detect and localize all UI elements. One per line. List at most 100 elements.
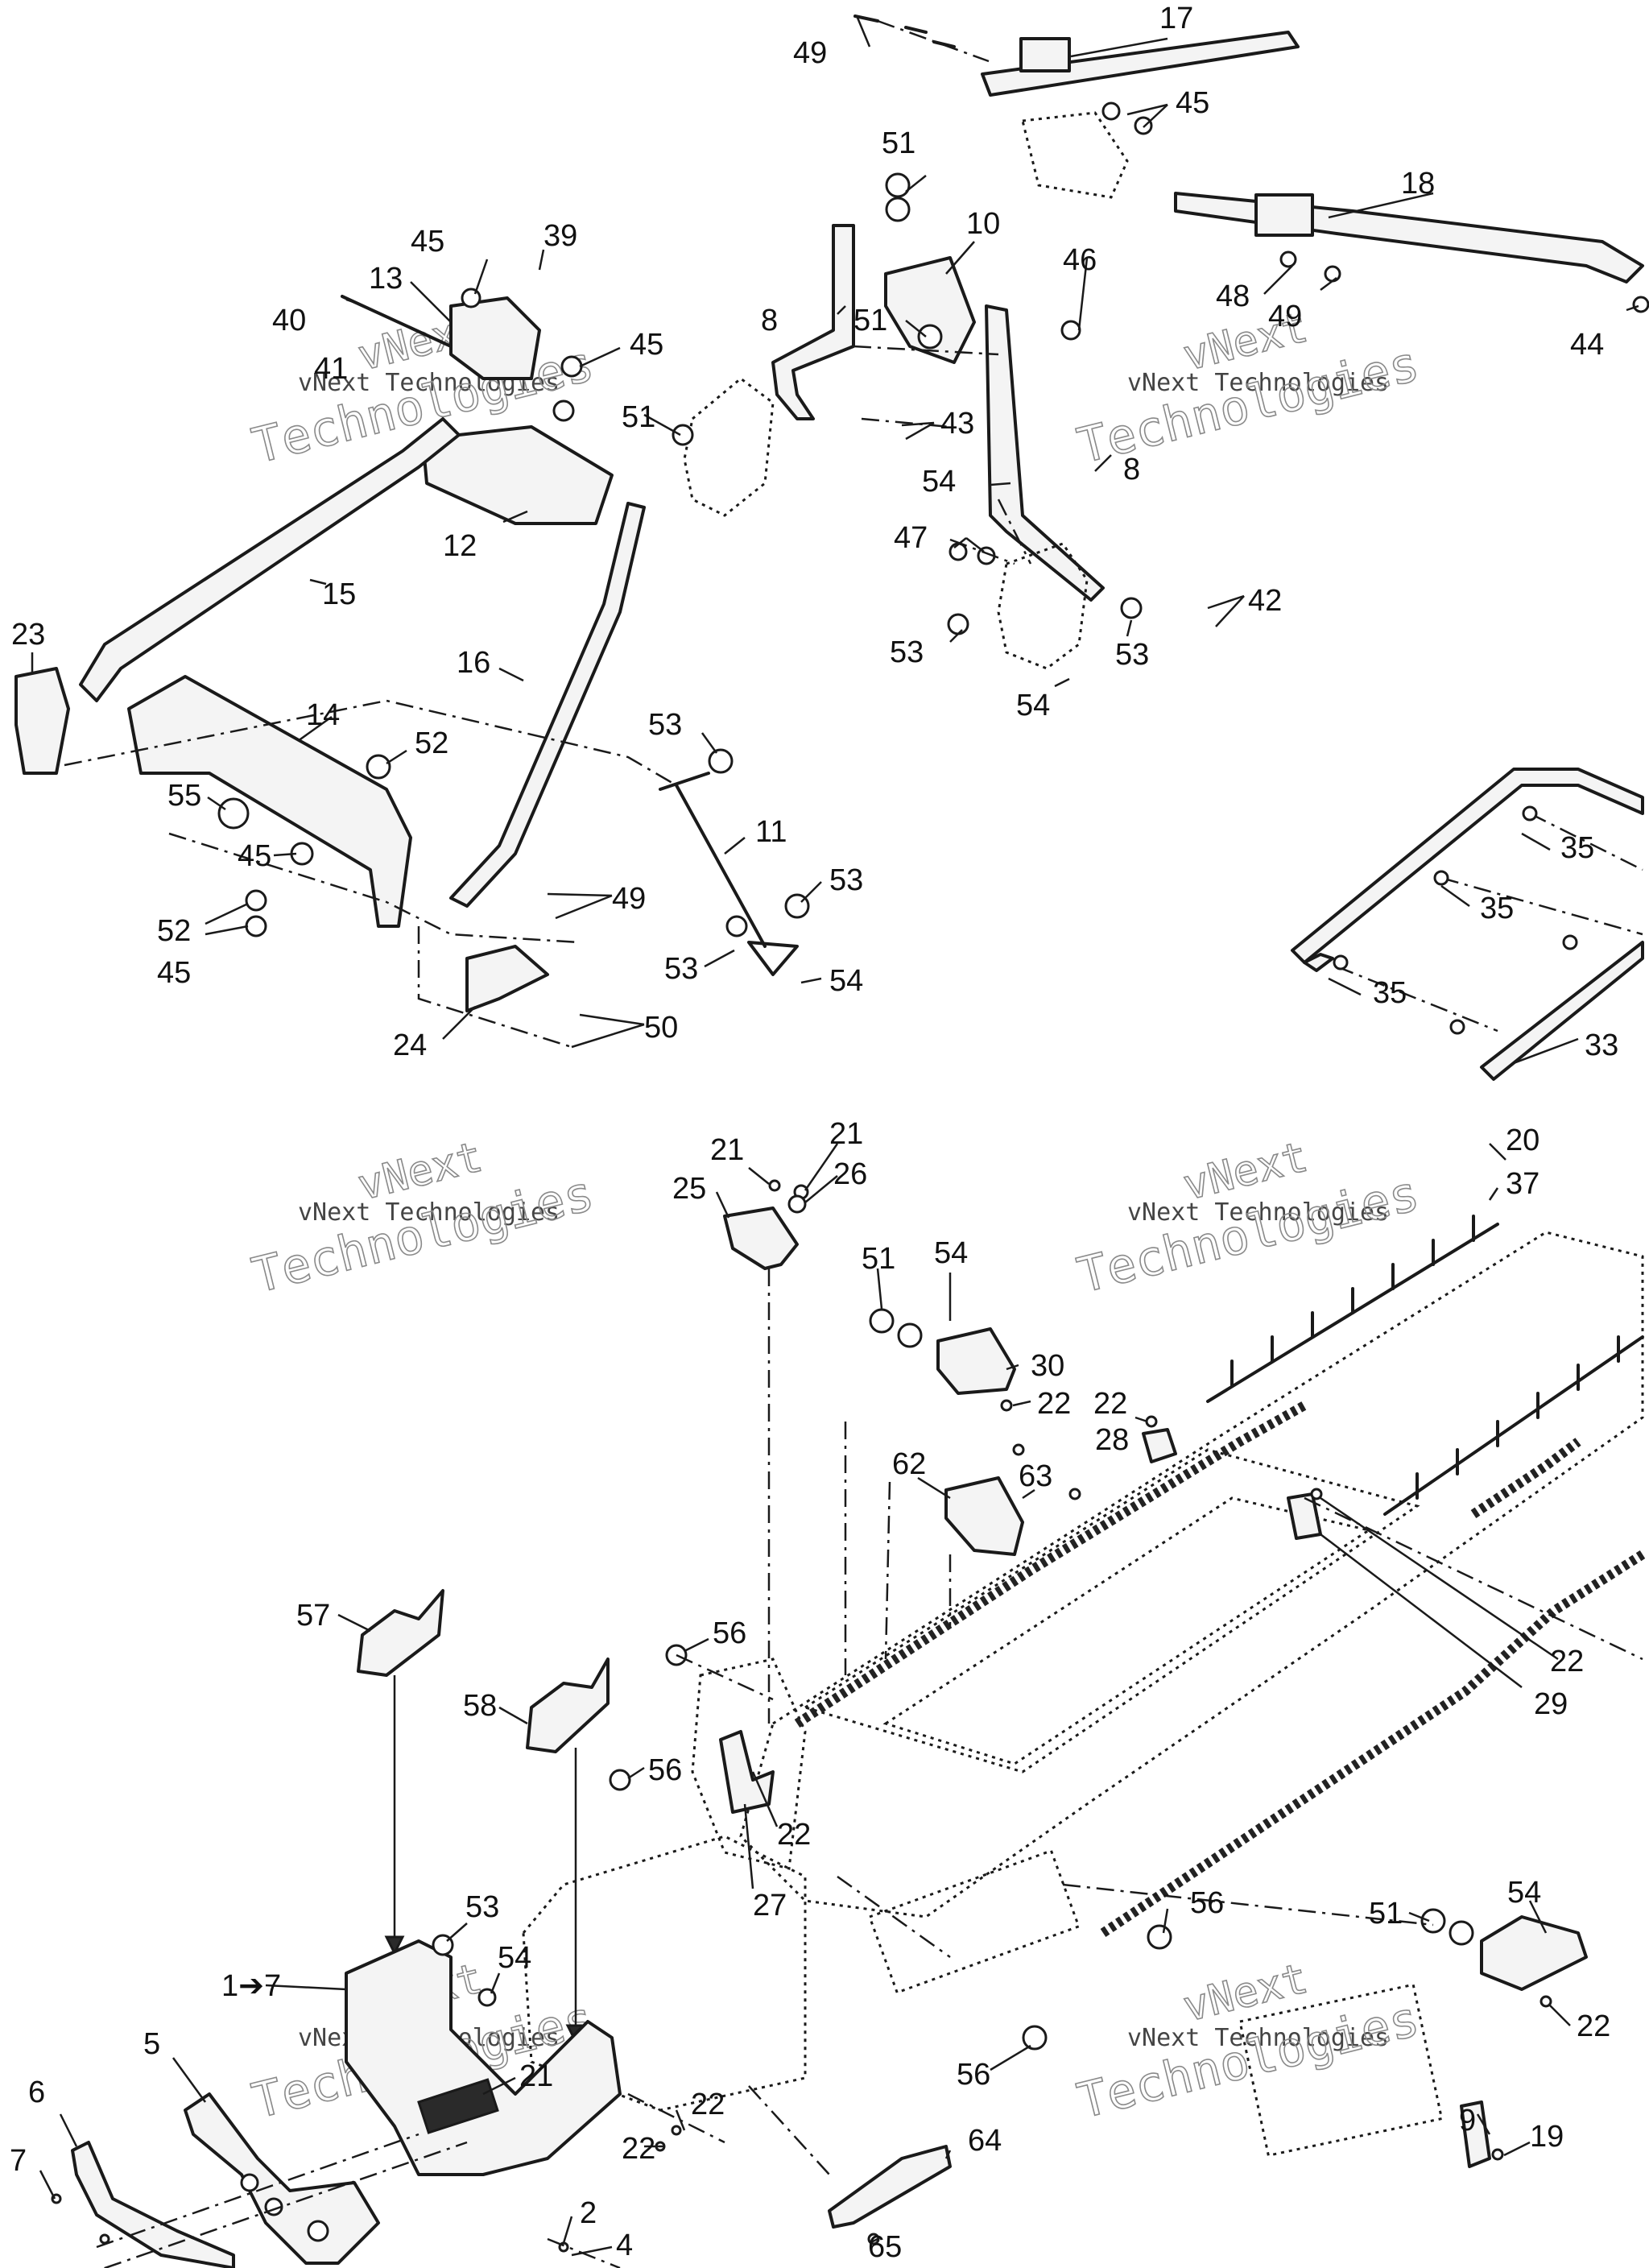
rail-dash	[1529, 812, 1643, 871]
part-33-frame-tube	[1291, 768, 1644, 1081]
callout-30: 30	[1031, 1349, 1064, 1383]
callout-62: 62	[892, 1447, 926, 1481]
callout-45: 45	[157, 956, 191, 990]
callout-22: 22	[777, 1818, 811, 1852]
callout-49: 49	[793, 36, 827, 70]
callout-40: 40	[272, 304, 306, 337]
callout-27: 27	[753, 1889, 787, 1922]
callout-35: 35	[1560, 831, 1594, 865]
callout-51: 51	[882, 126, 915, 160]
callout-54: 54	[1016, 689, 1050, 722]
callout-52: 52	[415, 726, 448, 760]
callout-63: 63	[1019, 1459, 1052, 1493]
tunnel-deck	[802, 1448, 1420, 1773]
upper-frame-assembly	[14, 14, 1649, 1049]
part-30-block	[936, 1327, 1016, 1395]
callout-22: 22	[1037, 1387, 1071, 1421]
callout-57: 57	[296, 1599, 330, 1633]
part-18-joint	[1254, 193, 1314, 237]
callout-11: 11	[755, 815, 787, 849]
callout-21: 21	[710, 1133, 744, 1167]
callout-4: 4	[616, 2229, 633, 2262]
lower-chassis-assembly	[51, 1179, 1646, 2268]
leader-lines	[31, 17, 1639, 2257]
part-6-strip	[71, 2141, 235, 2268]
callout-56: 56	[1190, 1886, 1224, 1920]
callout-56: 56	[648, 1753, 682, 1787]
watermark-top-right: vNext vNext Technologies Technologies	[1072, 303, 1425, 476]
part-9-block	[1460, 2100, 1491, 2168]
callout-15: 15	[322, 577, 356, 611]
part-33-end	[1303, 953, 1334, 972]
part-28-clip	[1142, 1428, 1177, 1463]
callout-labels: 49 17 45 51 10 18 45 39 13 40 41 45 8 46…	[10, 2, 1618, 2264]
running-board-plate	[1480, 1915, 1588, 1991]
tunnel-inner	[882, 1496, 1372, 1765]
part-57-spacer	[357, 1589, 444, 1677]
callout-49: 49	[612, 882, 646, 916]
callout-7: 7	[10, 2144, 27, 2178]
callout-42: 42	[1248, 584, 1282, 618]
callout-58: 58	[463, 1689, 497, 1723]
callout-21: 21	[519, 2059, 553, 2093]
part-24-bracket	[465, 945, 549, 1012]
callout-6: 6	[28, 2076, 45, 2109]
callout-56: 56	[713, 1616, 746, 1650]
part-17-ghost	[1021, 111, 1129, 199]
tunnel-body	[739, 1231, 1644, 1918]
right-spindle-housing	[997, 542, 1089, 670]
part-58-spacer	[526, 1658, 610, 1753]
callout-2: 2	[580, 2196, 597, 2230]
part-64-footpad	[828, 2145, 952, 2229]
callout-46: 46	[1063, 243, 1097, 277]
callout-14: 14	[306, 698, 340, 732]
callout-1-7: 1➔7	[221, 1969, 281, 2003]
cradle-grid	[417, 2078, 499, 2134]
front-bulkhead-side	[691, 1658, 807, 1870]
callout-51: 51	[862, 1242, 895, 1276]
callout-12: 12	[443, 529, 477, 563]
watermark-mid-right: vNext vNext Technologies Technologies	[1072, 1132, 1425, 1306]
callout-24: 24	[393, 1028, 427, 1062]
callout-8: 8	[761, 304, 778, 337]
callout-53: 53	[829, 863, 863, 897]
callout-37: 37	[1506, 1167, 1539, 1201]
callout-54: 54	[829, 964, 863, 998]
callout-9: 9	[1459, 2104, 1476, 2138]
callout-10: 10	[966, 207, 1000, 241]
watermark-text: vNext Technologies	[1127, 2024, 1389, 2052]
left-rail-chain	[794, 1401, 1307, 1728]
rail-dash	[1336, 965, 1498, 1033]
part-37-lower-strip	[1383, 1335, 1644, 1516]
callout-41: 41	[314, 352, 348, 386]
callout-51: 51	[1369, 1897, 1403, 1931]
callout-29: 29	[1534, 1687, 1568, 1721]
callout-56: 56	[957, 2058, 990, 2092]
part-5-plate	[184, 2092, 380, 2265]
part-33-rail-bottom	[1480, 941, 1644, 1081]
callout-8: 8	[1123, 453, 1140, 486]
callout-22: 22	[1550, 1645, 1584, 1678]
callout-51: 51	[853, 304, 887, 337]
callout-13: 13	[369, 262, 403, 296]
callout-26: 26	[833, 1157, 867, 1191]
callout-65: 65	[868, 2230, 902, 2264]
part-29-bracket	[1287, 1492, 1322, 1540]
part-37-strip	[1206, 1215, 1644, 1516]
studs-20	[1230, 1215, 1620, 1500]
part-57-arrow-head	[384, 1935, 405, 1956]
callout-44: 44	[1570, 328, 1604, 362]
callout-22: 22	[1577, 2009, 1610, 2043]
part-12-bracket	[421, 425, 614, 525]
part-25-bracket	[723, 1206, 799, 1270]
callout-53: 53	[1115, 638, 1149, 672]
callout-51: 51	[622, 400, 655, 434]
watermark-mid-left: vNext vNext Technologies Technologies	[246, 1132, 600, 1306]
callout-54: 54	[1507, 1876, 1541, 1910]
watermark-text: vNext Technologies	[298, 1198, 560, 1227]
right-rail-chain	[1100, 1550, 1646, 1937]
part-11-tie-rod	[675, 784, 767, 948]
left-spindle-housing	[683, 377, 775, 517]
part-8-right-arm	[985, 304, 1105, 602]
part-27-bracket	[719, 1730, 775, 1814]
